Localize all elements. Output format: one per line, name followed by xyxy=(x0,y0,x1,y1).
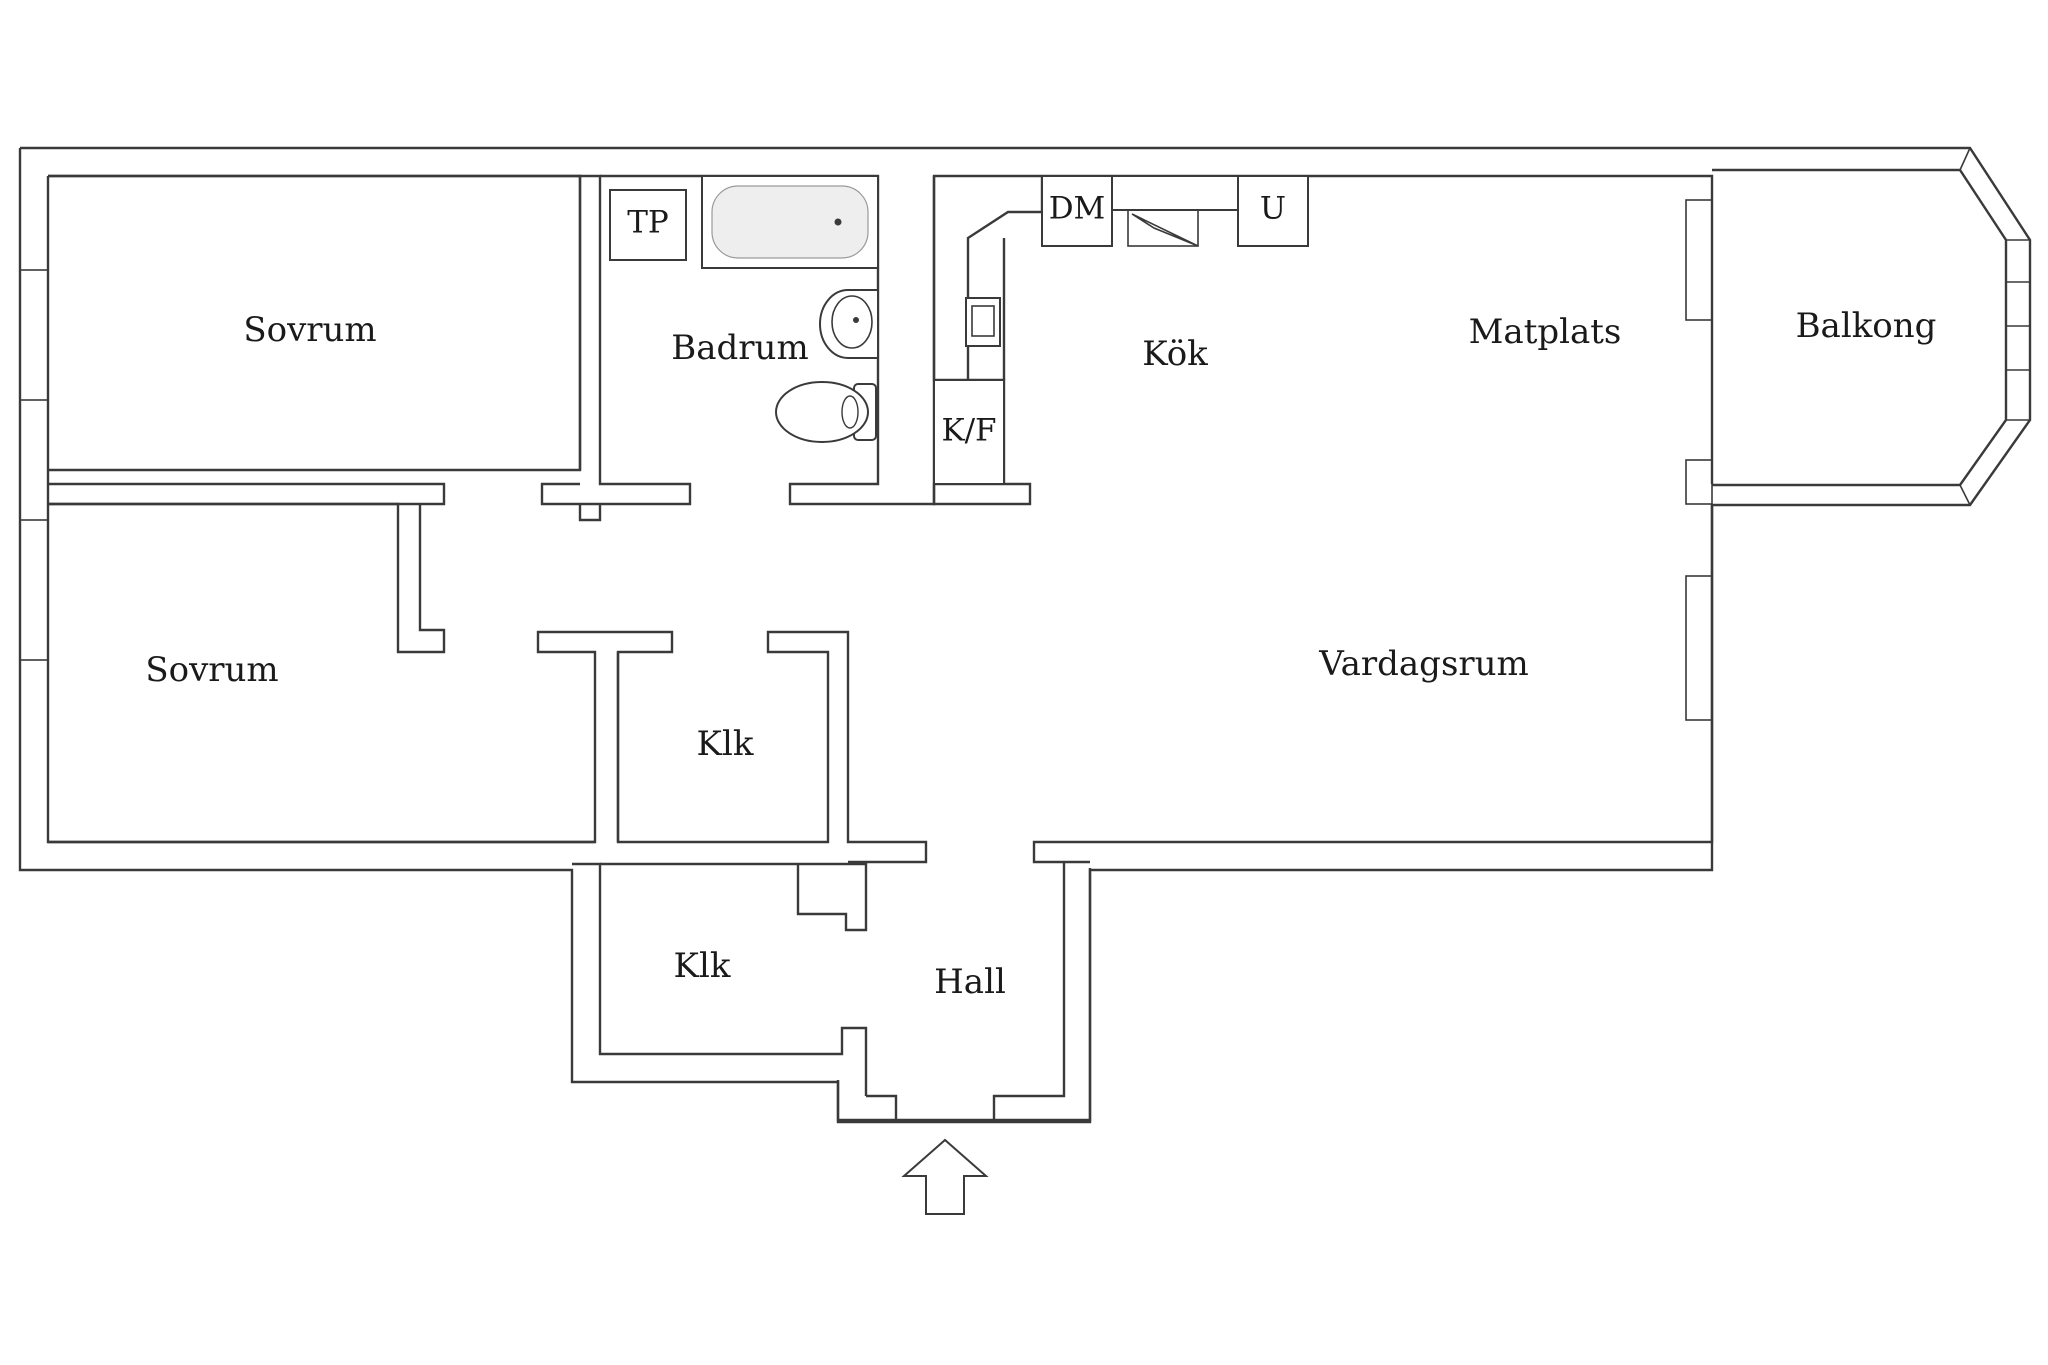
matplats-label: Matplats xyxy=(1469,312,1622,352)
kok-label: Kök xyxy=(1142,334,1208,374)
kf-fridge xyxy=(933,379,1005,485)
window-living-room xyxy=(1685,575,1713,721)
living-room: Vardagsrum xyxy=(1032,504,1714,864)
window-bedroom-top xyxy=(19,269,49,401)
hall: Hall xyxy=(866,862,1066,1122)
sink-icon xyxy=(819,289,879,359)
klk-top-label: Klk xyxy=(697,724,754,764)
u-oven xyxy=(1237,175,1309,247)
dm-label: DM xyxy=(1049,191,1106,227)
badrum-label: Badrum xyxy=(671,328,808,368)
sovrum-bottom-label: Sovrum xyxy=(145,650,278,690)
klk-bottom-label: Klk xyxy=(674,946,731,986)
stove-icon xyxy=(965,297,1001,347)
window-matplats xyxy=(1685,199,1713,321)
window-bedroom-bottom xyxy=(19,519,49,661)
balcony-door xyxy=(1685,459,1713,505)
balcony: Balkong xyxy=(1685,147,2031,506)
sovrum-top-label: Sovrum xyxy=(243,310,376,350)
bathroom: TP Badrum xyxy=(540,174,936,522)
u-label: U xyxy=(1260,191,1286,227)
dm-dishwasher xyxy=(1041,175,1113,247)
bathtub-icon xyxy=(701,175,879,269)
closet-bottom: Klk xyxy=(572,862,868,1096)
hall-label: Hall xyxy=(934,962,1006,1002)
entrance-arrow-icon xyxy=(901,1138,989,1215)
outer-walls xyxy=(18,146,2032,1124)
closet-top: Klk xyxy=(616,630,928,864)
vardagsrum-label: Vardagsrum xyxy=(1318,644,1529,684)
balkong-label: Balkong xyxy=(1796,306,1937,346)
bedroom-bottom xyxy=(19,502,674,844)
kitchen: DM U K/F Kök Matplats xyxy=(932,174,1714,506)
tp-cabinet xyxy=(609,189,687,261)
tp-label: TP xyxy=(627,205,669,241)
sink-icon-kitchen xyxy=(1111,175,1239,247)
kf-label: K/F xyxy=(941,413,996,449)
toilet-icon xyxy=(775,381,877,443)
